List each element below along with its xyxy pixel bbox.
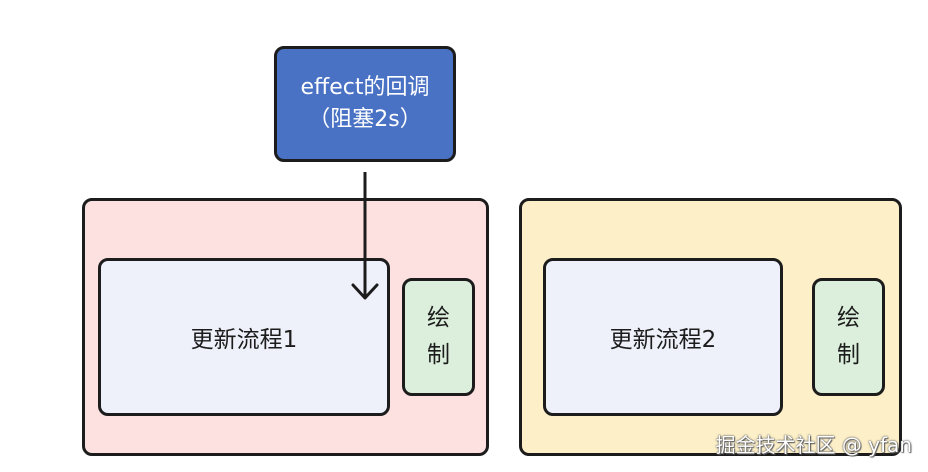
paint-2-label-line1: 绘 [837,305,860,332]
effect-callback-title: effect的回调 [300,75,430,101]
watermark: 掘金技术社区 @ yfan [715,433,912,457]
paint-1-box: 绘 制 [402,278,475,396]
paint-2-label-line2: 制 [837,342,860,368]
effect-callback-box: effect的回调 （阻塞2s） [274,46,456,162]
effect-callback-note: （阻塞2s） [308,107,422,132]
update-process-2-box: 更新流程2 [543,258,783,416]
update-process-1-label: 更新流程1 [190,327,298,353]
paint-2-box: 绘 制 [812,278,885,396]
paint-1-label-line1: 绘 [427,305,450,332]
update-process-2-label: 更新流程2 [609,327,717,353]
paint-1-label-line2: 制 [427,342,450,368]
update-process-1-box: 更新流程1 [98,258,390,416]
